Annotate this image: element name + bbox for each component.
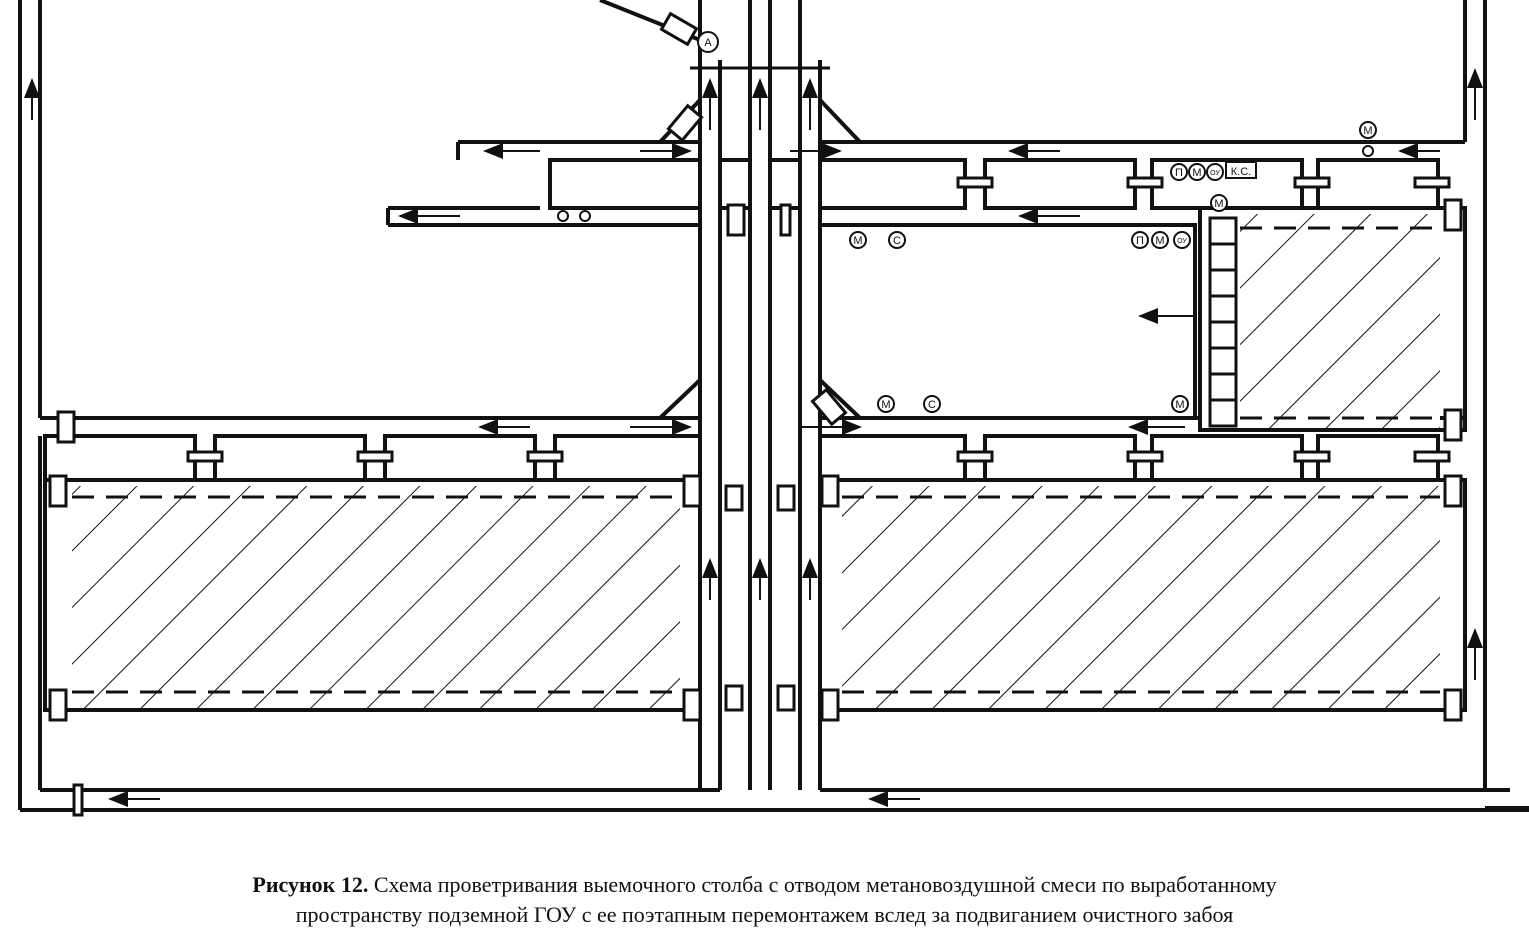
label-m: М bbox=[881, 399, 890, 411]
airflow-arrows bbox=[24, 68, 1483, 807]
label-m: М bbox=[1175, 399, 1184, 411]
label-m: М bbox=[1155, 235, 1164, 247]
label-ou: ОУ bbox=[1210, 170, 1220, 177]
label-s: С bbox=[893, 235, 901, 247]
instruments bbox=[557, 31, 1377, 413]
figure-number: Рисунок 12. bbox=[252, 872, 369, 897]
label-m: М bbox=[1214, 198, 1223, 210]
label-s: С bbox=[928, 399, 936, 411]
label-m: М bbox=[1363, 125, 1372, 137]
label-ou: ОУ bbox=[1177, 238, 1187, 245]
goaf-upper bbox=[1240, 214, 1440, 428]
figure-caption: Рисунок 12. Схема проветривания выемочно… bbox=[0, 870, 1529, 900]
goaf-left bbox=[72, 486, 680, 708]
label-m: М bbox=[853, 235, 862, 247]
caption-line-2: пространству подземной ГОУ с ее поэтапны… bbox=[295, 902, 1234, 927]
fan-symbol bbox=[697, 31, 719, 53]
caption-line-1: Схема проветривания выемочного столба с … bbox=[373, 872, 1277, 897]
gas-drainage-unit bbox=[1208, 216, 1238, 428]
label-p: П bbox=[1175, 167, 1183, 179]
fan-label: А bbox=[704, 37, 712, 49]
label-p: П bbox=[1136, 235, 1144, 247]
ventilation-doors bbox=[48, 11, 1463, 817]
label-ks: К.С. bbox=[1231, 166, 1251, 178]
goaf-right bbox=[842, 486, 1440, 708]
label-m: М bbox=[1192, 167, 1201, 179]
